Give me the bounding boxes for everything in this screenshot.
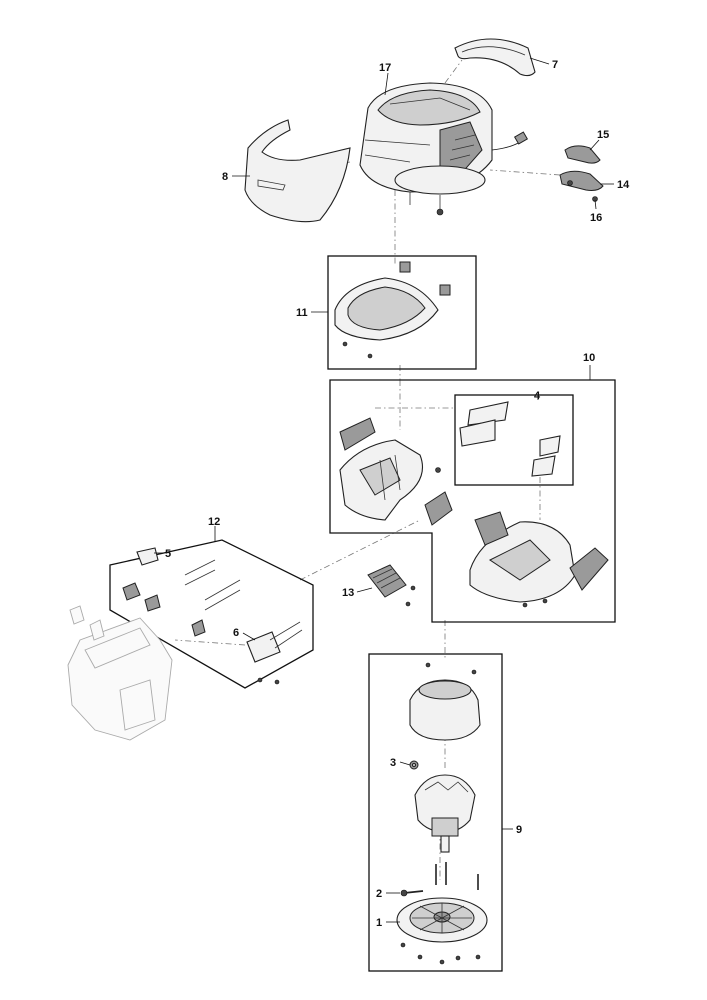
- callout-3: 3: [390, 757, 396, 769]
- callout-15: 15: [597, 129, 609, 141]
- callout-2: 2: [376, 888, 382, 900]
- callout-11: 11: [296, 307, 308, 319]
- part-7-cover: [454, 38, 536, 77]
- part-13-board: [367, 564, 416, 607]
- callout-14: 14: [617, 179, 630, 191]
- part-9-motor: [414, 774, 476, 853]
- part-12-frame: [109, 539, 314, 689]
- callout-4: 4: [534, 390, 541, 402]
- callout-17: 17: [379, 62, 391, 74]
- part-4-pads: [459, 401, 561, 477]
- callout-7: 7: [552, 59, 558, 71]
- part-10-frame: [329, 379, 616, 623]
- chassis-ghost: [67, 605, 173, 741]
- part-3-washer: [409, 760, 419, 770]
- part-12-wiring: [122, 547, 303, 685]
- callouts: 17 7 8 15 14 16 11 10 4 12 5 6 13 3 9 2 …: [165, 59, 630, 929]
- part-11-top-pad: [334, 261, 451, 359]
- part-10-right-housing: [469, 511, 609, 608]
- part-17-housing: [359, 82, 529, 216]
- part-8-side-shell: [244, 119, 351, 223]
- part-9-frame: [368, 653, 503, 972]
- leader-lines: [154, 57, 614, 923]
- part-11-frame: [327, 255, 477, 370]
- callout-13: 13: [342, 587, 354, 599]
- part-2-screw: [400, 862, 479, 897]
- callout-6: 6: [233, 627, 239, 639]
- part-9-fan-cover: [409, 662, 481, 741]
- callout-8: 8: [222, 171, 228, 183]
- callout-9: 9: [516, 824, 522, 836]
- part-10-left-housing: [339, 417, 453, 526]
- callout-10: 10: [583, 352, 595, 364]
- callout-16: 16: [590, 212, 602, 224]
- part-4-frame: [454, 394, 574, 486]
- callout-5: 5: [165, 548, 171, 560]
- part-1-base: [396, 897, 488, 965]
- callout-1: 1: [376, 917, 382, 929]
- callout-12: 12: [208, 516, 220, 528]
- parts-14-15-16: [559, 145, 604, 202]
